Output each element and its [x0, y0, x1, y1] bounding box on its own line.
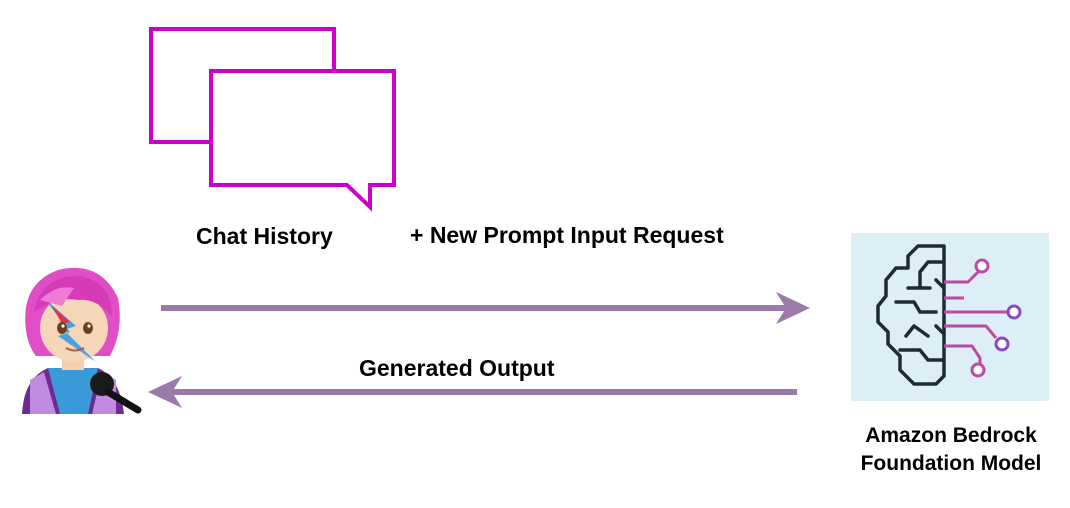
prompt-label: + New Prompt Input Request: [410, 222, 724, 248]
model-caption: Amazon Bedrock Foundation Model: [838, 422, 1064, 478]
user-avatar-icon: [22, 267, 142, 414]
response-arrow: [148, 376, 797, 408]
request-arrow: [161, 292, 810, 324]
model-caption-line1: Amazon Bedrock: [865, 424, 1037, 447]
brain-circuit-icon: [851, 233, 1049, 401]
model-caption-line2: Foundation Model: [860, 452, 1042, 475]
chat-history-label: Chat History: [196, 223, 333, 249]
output-label: Generated Output: [359, 355, 555, 381]
chat-bubbles-icon: [149, 27, 396, 212]
microphone-icon: [90, 372, 142, 414]
